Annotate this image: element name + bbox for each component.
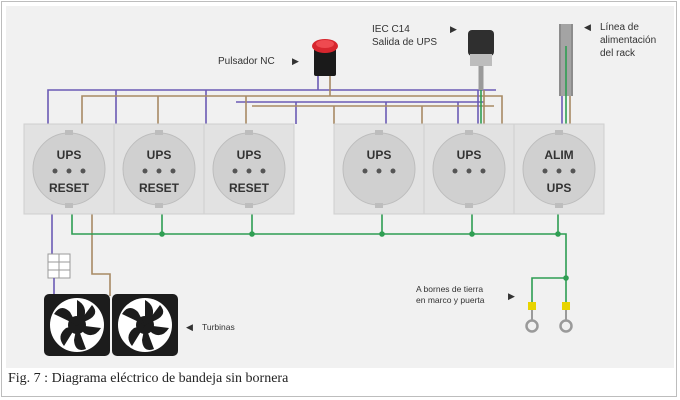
phase-bus-top (47, 89, 496, 124)
ground-terminals (525, 302, 573, 333)
figure-caption: Fig. 7 : Diagrama eléctrico de bandeja s… (8, 371, 289, 386)
socket-3-top-label: UPS (237, 148, 262, 162)
fan-right (112, 294, 178, 356)
label-nc-button: Pulsador NC (218, 56, 275, 67)
ground-lug-right (562, 302, 570, 310)
neutral-bus-top (81, 95, 503, 124)
fan-left (44, 294, 110, 356)
label-ground-line2: en marco y puerta (416, 295, 485, 305)
arrow-fans: ◀ (186, 322, 193, 332)
label-rack-line3: del rack (600, 48, 636, 59)
ground-bus (71, 214, 567, 306)
socket-2-top-label: UPS (147, 148, 172, 162)
ground-lug-left (528, 302, 536, 310)
socket-3-bottom-label: RESET (229, 181, 270, 195)
socket-6: ALIM UPS (513, 123, 605, 215)
iec-cable (468, 30, 494, 124)
diagram-area: UPS RESET UPS RESET UPS RESET (6, 6, 674, 368)
socket-6-top-label: ALIM (544, 148, 573, 162)
socket-3: UPS RESET (203, 123, 295, 215)
socket-6-bottom-label: UPS (547, 181, 572, 195)
label-rack-line2: alimentación (600, 35, 656, 46)
label-fans: Turbinas (202, 322, 235, 332)
socket-1-top-label: UPS (57, 148, 82, 162)
wiring-diagram: UPS RESET UPS RESET UPS RESET (23, 22, 656, 356)
ground-wires (71, 46, 569, 306)
socket-5: UPS (423, 123, 515, 215)
fan-connector-block (47, 253, 71, 294)
label-ground-line1: A bornes de tierra (416, 284, 483, 294)
label-rack-line1: Línea de (600, 22, 639, 33)
ring-terminal-right (559, 319, 573, 333)
arrow-iec: ▶ (450, 24, 457, 34)
arrow-nc-button: ▶ (292, 56, 299, 66)
arrow-rack: ◀ (584, 22, 591, 32)
ring-terminal-left (525, 319, 539, 333)
arrow-ground: ▶ (508, 291, 515, 301)
label-iec-line1: IEC C14 (372, 24, 410, 35)
socket-2: UPS RESET (113, 123, 205, 215)
neutral-reset-down (91, 214, 111, 296)
socket-4: UPS (333, 123, 425, 215)
socket-4-top-label: UPS (367, 148, 392, 162)
socket-5-top-label: UPS (457, 148, 482, 162)
label-iec-line2: Salida de UPS (372, 37, 437, 48)
socket-2-bottom-label: RESET (139, 181, 180, 195)
socket-1: UPS RESET (23, 123, 115, 215)
ground-branch-left (531, 277, 566, 306)
socket-1-bottom-label: RESET (49, 181, 90, 195)
nc-push-button (312, 39, 338, 76)
